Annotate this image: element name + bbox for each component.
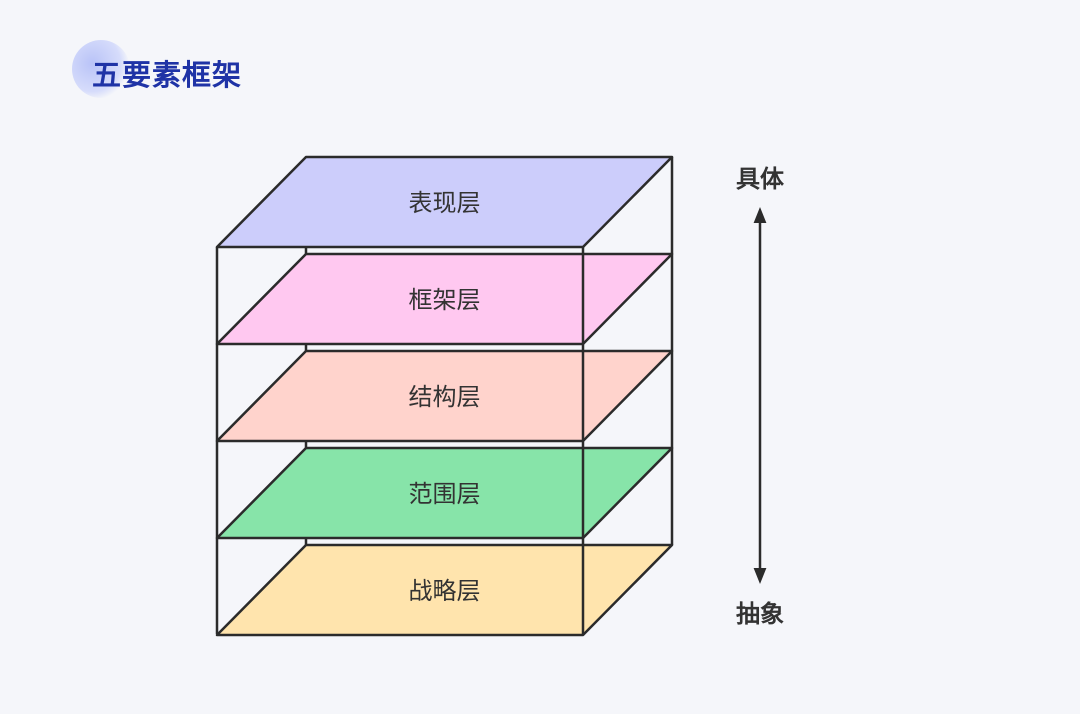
layer-label-3: 范围层 xyxy=(409,480,481,508)
page-title: 五要素框架 xyxy=(92,58,243,92)
axis-top-label: 具体 xyxy=(736,165,785,193)
layer-plane-4 xyxy=(215,543,674,637)
layer-label-4: 战略层 xyxy=(409,577,481,605)
title-decoration xyxy=(72,40,130,98)
layer-label-1: 框架层 xyxy=(409,286,481,314)
layer-label-0: 表现层 xyxy=(409,189,481,217)
axis-bottom-label: 抽象 xyxy=(736,600,784,628)
layer-label-2: 结构层 xyxy=(409,383,481,411)
